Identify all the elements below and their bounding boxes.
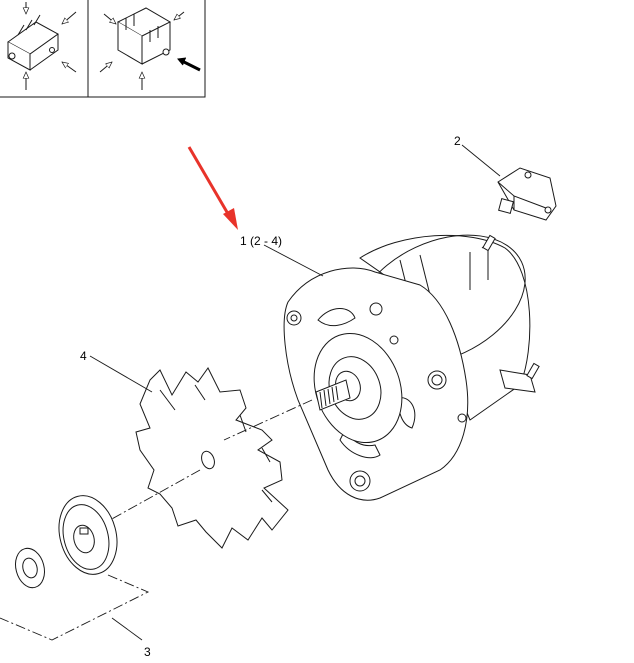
- cooling-fan: [135, 367, 289, 549]
- callout-item-1: 1 (2 - 4): [240, 234, 282, 248]
- assembly-centerlines: [0, 399, 313, 641]
- voltage-regulator: [497, 167, 557, 221]
- red-pointer-arrow-icon: [187, 146, 238, 230]
- callout-item-2: 2: [454, 134, 461, 148]
- orientation-inset: [0, 0, 206, 98]
- alternator-assembly: [283, 234, 540, 501]
- callout-item-4: 4: [80, 349, 87, 363]
- leader-lines: [89, 144, 501, 641]
- callout-labels: 1 (2 - 4) 2 3 4: [80, 134, 461, 659]
- callout-item-3: 3: [144, 645, 151, 658]
- orientation-view-left-icon: [7, 2, 77, 90]
- pulley: [15, 495, 118, 589]
- orientation-view-right-icon: [99, 7, 201, 90]
